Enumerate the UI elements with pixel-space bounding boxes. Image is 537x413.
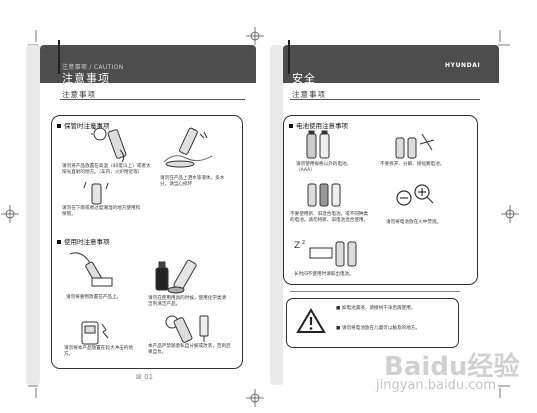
rain-remote-illustration — [83, 181, 109, 205]
right-chapter-title: 安全 — [292, 72, 316, 85]
aaa-battery-icon — [306, 130, 330, 159]
battery-caption-5: 长时间不使用时请取出电池。 — [294, 272, 354, 277]
bullet-icon: ■ — [336, 306, 342, 311]
storage-caption-2: 请勿在产品上洒水等液体。多水分，请当心损坏 — [160, 176, 225, 187]
right-header-tick — [288, 40, 290, 74]
usage-caption-3: 请勿将本产品放置在较大冲击的地方。 — [64, 346, 133, 357]
usage-caption-1: 请勿将重物放置在产品上。 — [66, 295, 122, 300]
battery-caption-4: 请勿将电池放在火中焚烧。 — [386, 220, 442, 225]
disassemble-illustration — [165, 315, 209, 343]
storage-caption-3: 请勿在下雨或者过度潮湿的地方使用和保管。 — [62, 206, 141, 217]
storage-caption-1: 请勿将产品放置在高温（40度以上）或者太阳光直射的地方。（车内，火炉附近等） — [62, 164, 151, 175]
left-page-rail — [26, 45, 40, 385]
chemical-cleaner-illustration — [155, 259, 197, 294]
right-subheading-rule — [290, 99, 480, 100]
heavy-object-illustration — [69, 252, 113, 287]
storage-section-title: 保管时注意事项 — [57, 120, 110, 130]
battery-short-icon — [395, 133, 435, 159]
baidu-watermark: Baidu经验 — [384, 352, 520, 382]
right-brand-logo: HYUNDAI — [445, 62, 481, 69]
warning-triangle-icon — [296, 308, 326, 333]
mixed-battery-icon — [307, 183, 341, 207]
usage-section-title: 使用时注意事项 — [57, 236, 110, 246]
svg-text:Z: Z — [294, 241, 300, 251]
magnifier-icon — [396, 184, 434, 206]
usage-caption-2: 请勿在使用用具的时候，使用化学类清洁剂清洁产品。 — [148, 296, 227, 307]
warning-item-2: ■ 请勿将电池放在儿童可以触及的地方。 — [336, 326, 420, 331]
impact-illustration — [81, 321, 109, 345]
remove-battery-icon: Z z — [294, 239, 357, 267]
warning-item-1: ■ 如电池漏液，请擦拭干净后再使用。 — [336, 306, 416, 311]
battery-section-title: 电池使用注意事项 — [289, 120, 348, 130]
baidu-watermark-url: jingyan.baidu.com — [376, 378, 496, 393]
left-chapter-title: 注意事项 — [62, 72, 110, 85]
left-header-text: 注意事项 / CAUTION — [62, 64, 124, 71]
battery-caption-3: 不要使用新、旧混合电池，或不同种类的电池。请勿将新、旧电池混合使用。 — [290, 212, 369, 223]
water-remote-illustration — [163, 127, 213, 168]
usage-caption-4: 本产品严禁随意私自分解或改装，否则后果自负。 — [148, 344, 231, 355]
sun-remote-illustration — [91, 125, 127, 163]
bullet-icon: ■ — [336, 326, 342, 331]
left-page-number: ⊠ 01 — [136, 373, 154, 381]
right-subheading: 注意事项 — [292, 90, 326, 99]
warning-rule — [290, 291, 460, 292]
battery-caption-2: 不要拆开、分解、接短路电池。 — [380, 162, 445, 167]
battery-caption-1: 请勿使用规格以外的电池。（AAA） — [296, 162, 352, 173]
page-marker-icon: ⊠ — [136, 373, 142, 381]
left-subheading-rule — [60, 99, 245, 100]
left-subheading: 注意事项 — [62, 90, 96, 99]
left-header-tick — [58, 40, 60, 74]
svg-text:z: z — [302, 239, 305, 246]
right-page-rail — [270, 45, 284, 385]
